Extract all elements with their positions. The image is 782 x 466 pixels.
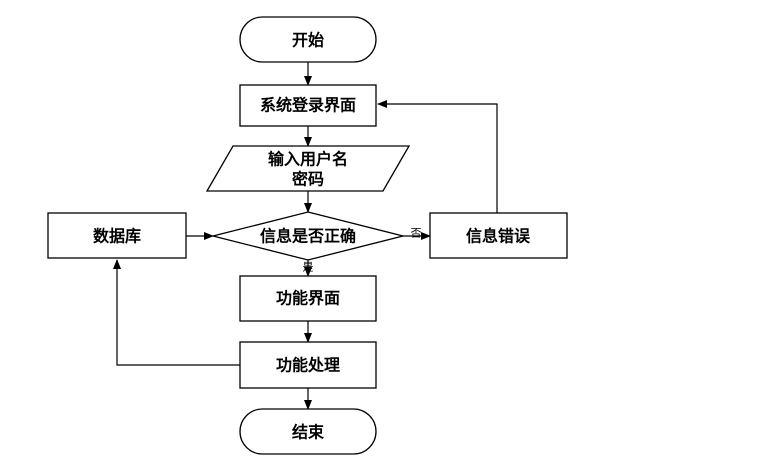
error-label: 信息错误 xyxy=(466,227,531,246)
login-label: 系统登录界面 xyxy=(260,96,356,115)
check-diamond xyxy=(212,211,404,261)
no-edge-label: 否 xyxy=(411,227,422,240)
function-ui-label: 功能界面 xyxy=(276,289,340,308)
function-proc-label: 功能处理 xyxy=(276,356,340,375)
input-parallelogram xyxy=(205,145,411,192)
start-terminator xyxy=(239,16,377,63)
function-proc-box xyxy=(239,341,377,389)
input-label-line1: 输入用户名 xyxy=(268,150,348,169)
end-label: 结束 xyxy=(291,423,325,442)
error-box xyxy=(429,212,568,259)
input-label-line2: 密码 xyxy=(291,170,324,189)
function-ui-box xyxy=(239,275,377,322)
database-label: 数据库 xyxy=(93,227,141,246)
edge-error-login xyxy=(377,100,498,213)
login-box xyxy=(239,84,377,127)
edge-proc-database xyxy=(113,259,240,366)
database-box xyxy=(47,212,187,259)
end-terminator xyxy=(239,408,377,455)
start-label: 开始 xyxy=(292,31,324,50)
check-label: 信息是否正确 xyxy=(260,227,356,246)
yes-edge-label: 是 xyxy=(303,261,314,274)
